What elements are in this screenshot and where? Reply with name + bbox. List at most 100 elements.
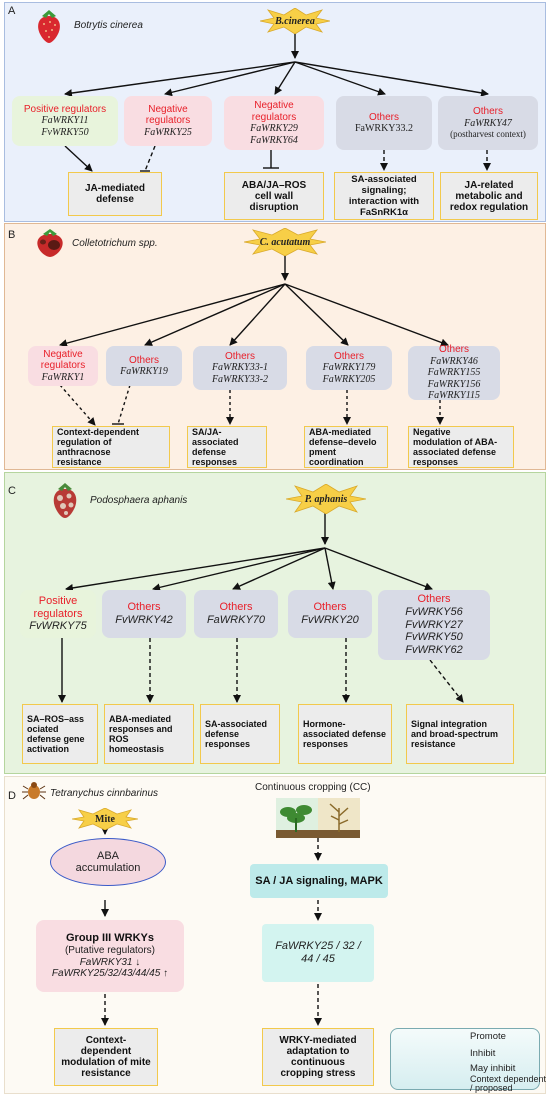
- regulator-category: Others: [128, 354, 159, 366]
- gene-label: FvWRKY42: [115, 614, 173, 626]
- outcome-line: interaction with: [348, 196, 420, 207]
- gene-label: FaWRKY156: [427, 378, 481, 390]
- pathogen-name: C. acutatum: [259, 236, 311, 248]
- outcome-line: SA-associated: [205, 719, 268, 729]
- gene-label: FvWRKY50: [405, 631, 463, 644]
- outcome-line: defense–develo: [309, 437, 377, 447]
- gene-label: FaWRKY29: [250, 123, 298, 134]
- outcome-line: Context-dependent: [57, 427, 139, 437]
- legend: [390, 1028, 540, 1090]
- regulator-category: Others: [313, 601, 347, 614]
- outcome-line: associated: [192, 437, 239, 447]
- outcome-line: coordination: [309, 457, 364, 467]
- gene-label: FvWRKY75: [29, 620, 87, 633]
- gene-label: FaWRKY46: [430, 355, 478, 367]
- regulator-box: Others FvWRKY20: [288, 590, 372, 638]
- outcome-line: disruption: [249, 201, 299, 213]
- mildew-strawberry-icon: [53, 483, 77, 518]
- gene-label: FaWRKY11: [41, 115, 89, 127]
- outcome-line: modulation of ABA-: [413, 437, 498, 447]
- outcome-line: resistance: [81, 1068, 131, 1079]
- regulator-box: Others FvWRKY56 FvWRKY27 FvWRKY50 FvWRKY…: [378, 590, 490, 660]
- gene-label: FaWRKY33-2: [211, 373, 269, 385]
- pathogen-name: P. aphanis: [304, 493, 348, 505]
- regulator-category: regulators: [40, 360, 86, 372]
- outcome-line: homeostasis: [109, 744, 165, 754]
- outcome-line: and broad-spectrum: [411, 729, 499, 739]
- aba-line: ABA: [96, 850, 119, 862]
- regulator-box: Others FaWRKY46 FaWRKY155 FaWRKY156 FaWR…: [408, 344, 500, 401]
- outcome-line: resistance: [411, 739, 456, 749]
- outcome-line: responses: [413, 457, 459, 467]
- panel-c-label: C: [8, 485, 16, 497]
- gene-label: FaWRKY179: [322, 362, 376, 374]
- organism-name: Tetranychus cinnbarinus: [50, 788, 159, 799]
- outcome-line: FaSnRK1α: [359, 207, 409, 218]
- outcome-line: responses: [303, 739, 349, 749]
- infected-strawberry-icon: [37, 229, 63, 257]
- regulator-category: Others: [368, 111, 399, 123]
- outcome-line: modulation of mite: [61, 1057, 151, 1068]
- mite-icon: [22, 782, 46, 800]
- mite-badge: Mite: [72, 808, 138, 830]
- regulator-box: Others FvWRKY42: [102, 590, 186, 638]
- group-sub: (Putative regulators): [64, 945, 156, 957]
- regulator-category: Others: [438, 344, 469, 356]
- outcome-line: associated defense: [413, 447, 497, 457]
- regulator-box: Others FaWRKY33.2: [336, 96, 432, 150]
- group-title: Group III WRKYs: [66, 932, 154, 945]
- regulator-category: regulators: [33, 607, 83, 620]
- gene-label: FvWRKY27: [405, 618, 463, 631]
- pathogen-badge: P. aphanis: [286, 484, 366, 514]
- outcome-line: defense: [205, 729, 240, 739]
- regulator-category: Positive regulators: [23, 103, 107, 115]
- outcome-line: resistance: [57, 457, 102, 467]
- regulator-category: Negative: [148, 103, 188, 115]
- gene-label: FaWRKY19: [120, 366, 168, 377]
- gene-label: FaWRKY47: [464, 117, 512, 129]
- outcome-line: anthracnose: [57, 447, 111, 457]
- outcome-line: metabolic and: [455, 190, 523, 202]
- outcome-line: adaptation to: [286, 1046, 350, 1057]
- legend-context: Context dependent / proposed: [470, 1074, 546, 1094]
- regulator-category: regulators: [251, 111, 297, 123]
- regulator-category: Others: [333, 350, 364, 362]
- organism-name: Botrytis cinerea: [74, 20, 143, 31]
- regulator-box: Negative regulators FaWRKY29 FaWRKY64: [224, 96, 324, 150]
- regulator-category: Negative: [254, 100, 294, 111]
- outcome-line: defense: [96, 194, 134, 205]
- outcome-line: associated defense: [303, 729, 387, 739]
- outcome-line: ABA-mediated: [309, 427, 372, 437]
- outcome-line: ociated: [27, 724, 59, 734]
- gene-label: FaWRKY33-1: [211, 362, 269, 374]
- regulator-category: Others: [219, 601, 253, 614]
- regulator-category: Others: [417, 593, 451, 606]
- outcome-line: Signal integration: [411, 719, 488, 729]
- panel-d-label: D: [8, 790, 16, 802]
- gene-label: FaWRKY25/32/43/44/45 ↑: [51, 968, 169, 980]
- aba-line: accumulation: [75, 862, 141, 874]
- regulator-box: Others FaWRKY47 (postharvest context): [438, 96, 538, 150]
- pathogen-name: B.cinerea: [275, 15, 315, 27]
- strawberry-icon: [38, 10, 60, 43]
- pathogen-badge: C. acutatum: [244, 228, 326, 256]
- aba-ellipse: ABA accumulation: [50, 838, 166, 886]
- outcome-line: WRKY-mediated: [279, 1035, 357, 1046]
- gene-label: FaWRKY25 / 32 /: [275, 940, 361, 953]
- regulator-box: Negative regulators FaWRKY25: [124, 96, 212, 146]
- regulator-box: Others FaWRKY179 FaWRKY205: [306, 346, 392, 390]
- signal-label: SA / JA signaling, MAPK: [255, 874, 383, 887]
